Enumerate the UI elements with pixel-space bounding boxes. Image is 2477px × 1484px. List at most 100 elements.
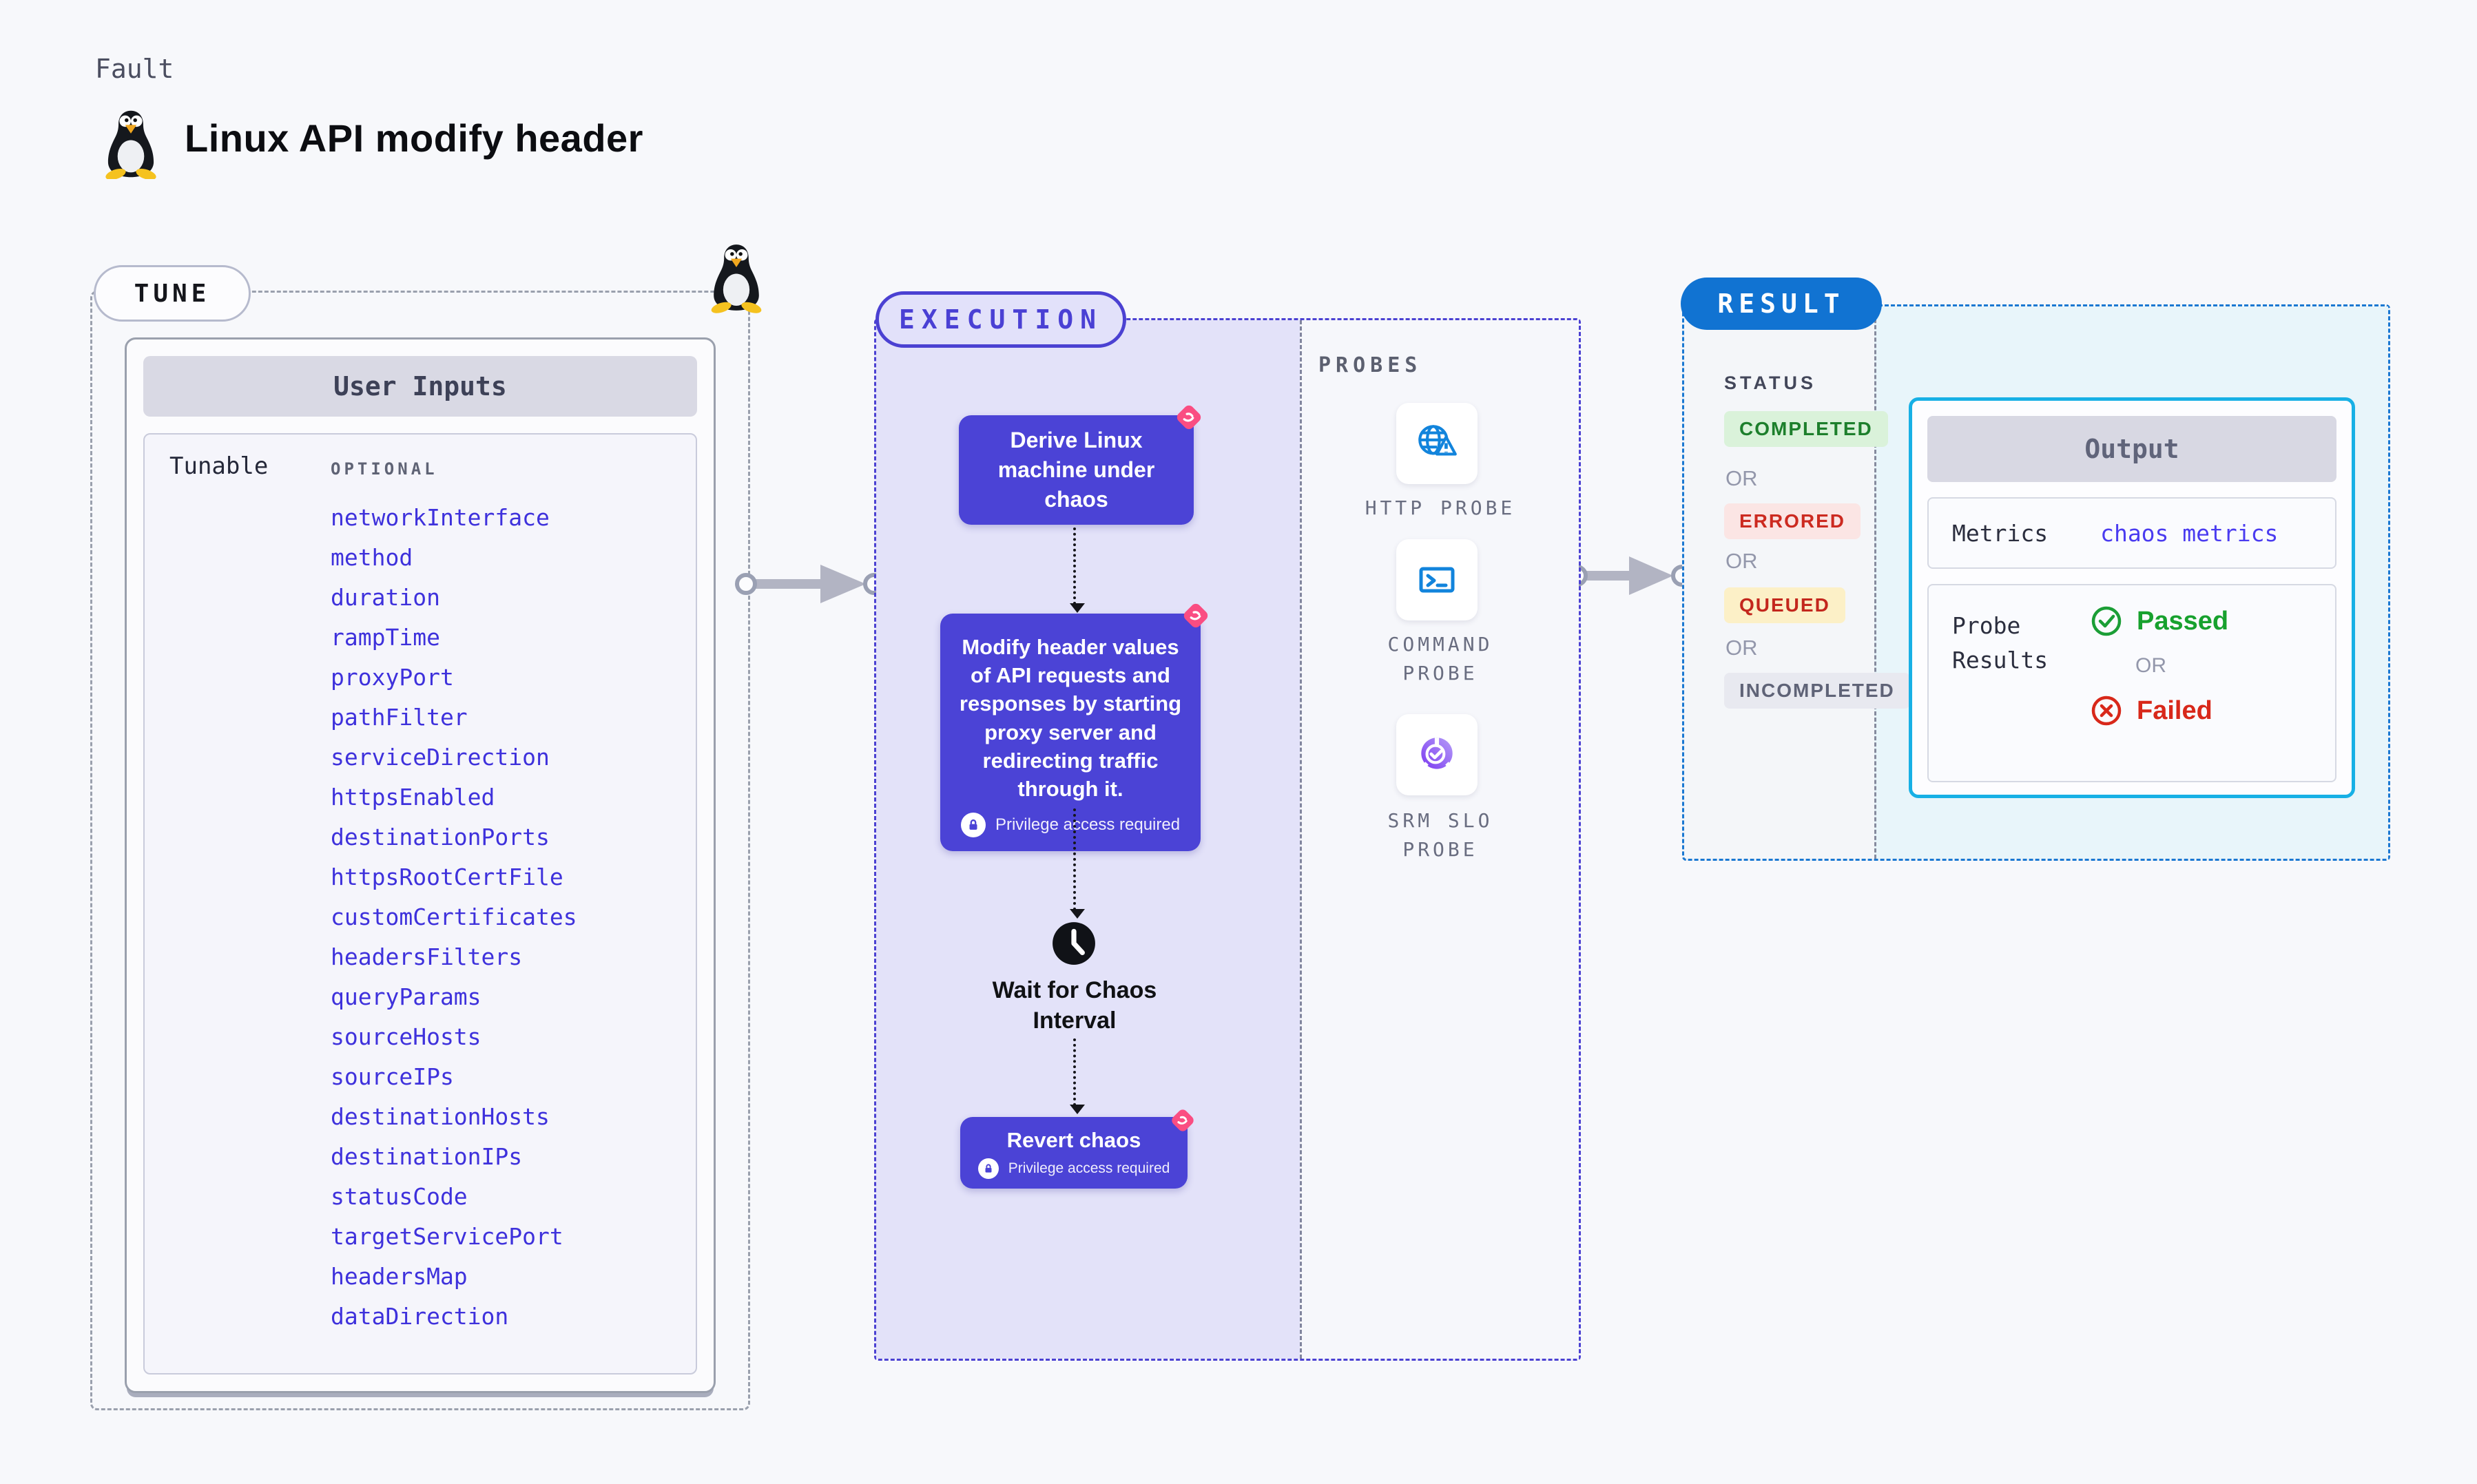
step-modify-header-node: Modify header values of API requests and… [940, 603, 1208, 852]
param-link-headersMap[interactable]: headersMap [331, 1263, 468, 1290]
param-link-httpsEnabled[interactable]: httpsEnabled [331, 784, 495, 811]
param-item: dataDirection [331, 1297, 682, 1337]
param-link-sourceHosts[interactable]: sourceHosts [331, 1023, 481, 1050]
command-probe-label: COMMAND PROBE [1387, 633, 1493, 684]
chaos-metrics-link[interactable]: chaos metrics [2100, 519, 2279, 547]
param-item: duration [331, 578, 682, 618]
param-link-duration[interactable]: duration [331, 584, 440, 611]
param-item: networkInterface [331, 498, 682, 538]
user-inputs-header: User Inputs [143, 356, 697, 417]
param-item: method [331, 538, 682, 578]
flow-connector [1070, 527, 1085, 613]
param-item: customCertificates [331, 897, 682, 937]
flow-connector [1070, 1038, 1085, 1114]
tux-penguin-small-icon [711, 244, 762, 313]
metrics-label: Metrics [1952, 519, 2049, 547]
or-separator: OR [1725, 636, 1758, 660]
step-wait-interval-label: Wait for Chaos Interval [992, 977, 1157, 1034]
param-link-headersFilters[interactable]: headersFilters [331, 943, 523, 970]
slo-donut-check-icon [1417, 738, 1457, 773]
param-link-pathFilter[interactable]: pathFilter [331, 704, 468, 731]
srm-slo-probe-label: SRM SLO PROBE [1387, 809, 1493, 861]
http-probe-label: HTTP PROBE [1365, 497, 1516, 519]
param-item: destinationPorts [331, 817, 682, 857]
output-title: Output [2084, 434, 2179, 464]
probes-section-label: PROBES [1318, 353, 1422, 377]
tune-section [90, 291, 750, 1410]
or-separator: OR [1725, 466, 1758, 490]
tunables-list-panel: Tunable OPTIONAL networkInterface method… [143, 433, 697, 1375]
param-link-serviceDirection[interactable]: serviceDirection [331, 744, 550, 771]
tunable-row-label: Tunable [169, 452, 269, 480]
privilege-note-text: Privilege access required [1008, 1160, 1170, 1176]
param-item: queryParams [331, 977, 682, 1017]
param-link-httpsRootCertFile[interactable]: httpsRootCertFile [331, 864, 563, 890]
tune-badge-label: TUNE [134, 279, 211, 308]
status-badge-completed: COMPLETED [1724, 411, 1888, 447]
step-derive-machine-node: Derive Linux machine under chaos [959, 405, 1201, 525]
failed-row: Failed [2090, 694, 2228, 727]
lock-icon [960, 813, 986, 838]
param-item: destinationIPs [331, 1137, 682, 1177]
globe-warning-icon [1418, 425, 1457, 456]
privilege-note-row: Privilege access required [973, 1158, 1175, 1179]
param-item: sourceIPs [331, 1057, 682, 1097]
flow-connector [1070, 808, 1085, 919]
passed-row: Passed [2090, 605, 2228, 638]
terminal-icon [1419, 567, 1455, 593]
privilege-note-text: Privilege access required [995, 815, 1181, 835]
param-item: headersMap [331, 1257, 682, 1297]
param-link-rampTime[interactable]: rampTime [331, 624, 440, 651]
status-badge-incompleted: INCOMPLETED [1724, 673, 1910, 709]
step-revert-chaos-label: Revert chaos [1006, 1128, 1141, 1152]
command-probe-card [1396, 539, 1478, 620]
execution-badge-label: EXECUTION [899, 304, 1103, 335]
param-link-targetServicePort[interactable]: targetServicePort [331, 1223, 563, 1250]
clock-icon [1053, 922, 1095, 965]
failed-label: Failed [2137, 696, 2212, 725]
param-link-sourceIPs[interactable]: sourceIPs [331, 1063, 454, 1090]
chaos-experiment-icon [1172, 1109, 1194, 1131]
param-link-customCertificates[interactable]: customCertificates [331, 903, 577, 930]
param-link-dataDirection[interactable]: dataDirection [331, 1303, 509, 1330]
probe-results-label: Probe Results [1952, 612, 2049, 673]
tune-badge: TUNE [94, 265, 251, 322]
param-link-destinationPorts[interactable]: destinationPorts [331, 824, 550, 850]
param-item: httpsRootCertFile [331, 857, 682, 897]
privilege-note-row: Privilege access required [957, 813, 1184, 838]
status-badge-errored: ERRORED [1724, 503, 1861, 539]
lock-icon [977, 1158, 999, 1179]
param-link-statusCode[interactable]: statusCode [331, 1183, 468, 1210]
status-badge-queued: QUEUED [1724, 587, 1845, 623]
param-link-networkInterface[interactable]: networkInterface [331, 504, 550, 531]
srm-slo-probe-card [1396, 714, 1478, 795]
param-item: sourceHosts [331, 1017, 682, 1057]
output-card-header: Output [1927, 416, 2336, 482]
param-link-queryParams[interactable]: queryParams [331, 983, 481, 1010]
optional-column-label: OPTIONAL [331, 459, 438, 479]
param-link-destinationIPs[interactable]: destinationIPs [331, 1143, 523, 1170]
probes-zone: PROBES HTTP PROBE COMMAND PROBE [1300, 320, 1579, 1359]
metrics-row: Metrics chaos metrics [1927, 497, 2336, 569]
tune-to-execution-arrow [735, 565, 885, 603]
user-inputs-card: User Inputs Tunable OPTIONAL networkInte… [125, 337, 716, 1393]
param-item: rampTime [331, 618, 682, 658]
tux-penguin-icon [105, 110, 156, 179]
result-section: STATUS COMPLETED OR ERRORED OR QUEUED OR… [1682, 304, 2390, 861]
param-item: serviceDirection [331, 738, 682, 777]
param-link-destinationHosts[interactable]: destinationHosts [331, 1103, 550, 1130]
http-probe-card [1396, 403, 1478, 484]
step-derive-machine-label: Derive Linux machine under chaos [997, 427, 1155, 512]
result-badge: RESULT [1681, 278, 1882, 330]
param-item: pathFilter [331, 698, 682, 738]
param-link-proxyPort[interactable]: proxyPort [331, 664, 454, 691]
tunable-param-list: networkInterface method duration rampTim… [331, 498, 682, 1337]
step-modify-header-label: Modify header values of API requests and… [959, 635, 1182, 802]
param-link-method[interactable]: method [331, 544, 413, 571]
result-badge-label: RESULT [1717, 289, 1845, 319]
fault-eyebrow: Fault [95, 54, 174, 84]
param-item: targetServicePort [331, 1217, 682, 1257]
step-revert-chaos-node: Revert chaos Privilege access required [960, 1109, 1194, 1189]
param-item: statusCode [331, 1177, 682, 1217]
